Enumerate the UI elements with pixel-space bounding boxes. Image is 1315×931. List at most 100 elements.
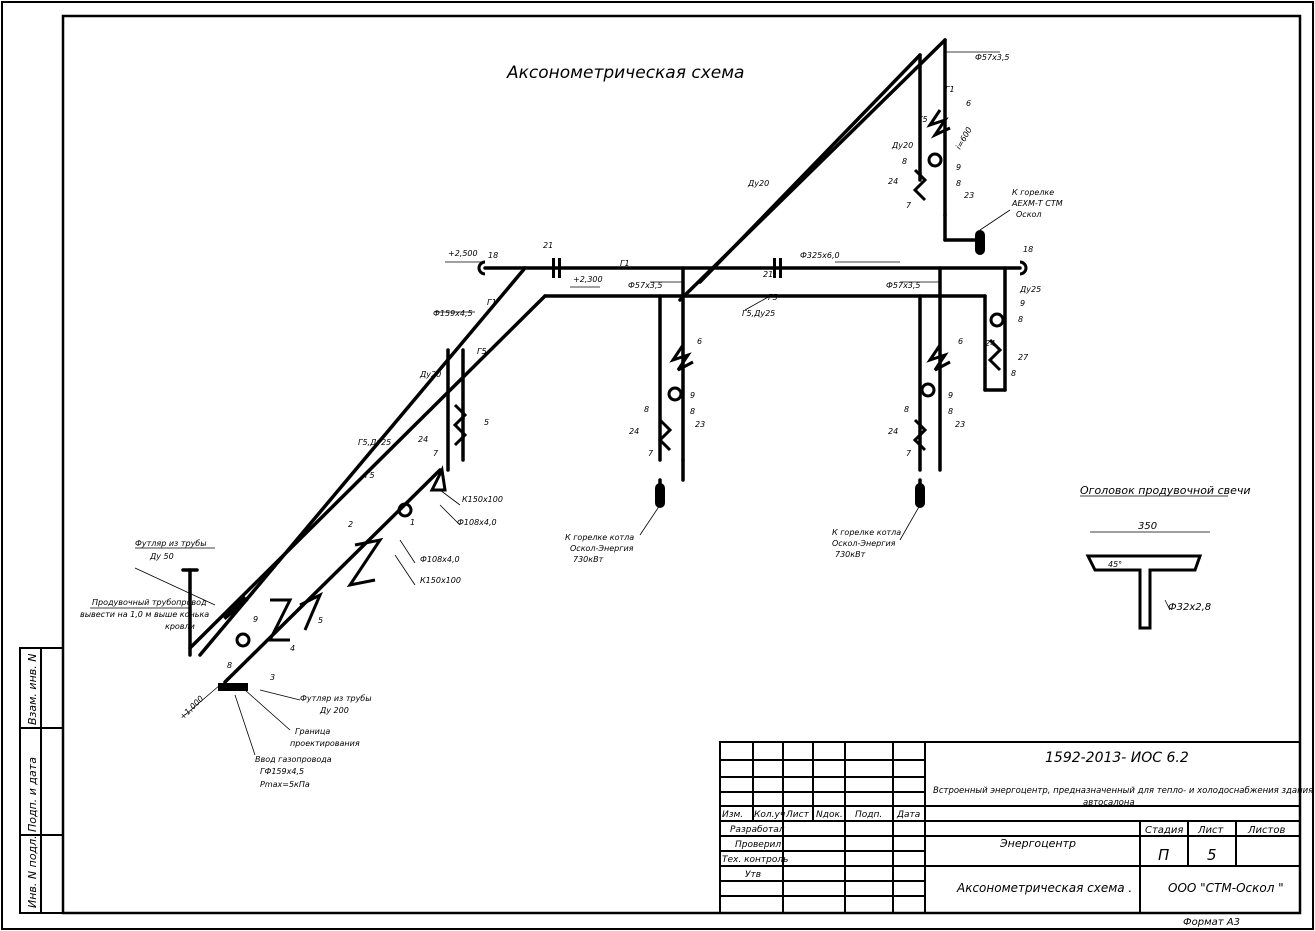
label-g5-mid: Г5	[768, 293, 778, 302]
svg-text:8: 8	[904, 405, 909, 414]
svg-text:24: 24	[888, 177, 898, 186]
header-ndok: Nдок.	[816, 810, 843, 820]
label-aegm-2: АЕХМ-Т СТМ	[1011, 199, 1063, 208]
label-boiler-right-3: 730кВт	[835, 550, 866, 559]
label-d159: Ф159х4,5	[433, 309, 473, 318]
stamp-inv-orig: Инв. N подл.	[26, 835, 39, 908]
purge-candle-detail	[1085, 554, 1203, 630]
svg-text:9: 9	[948, 391, 953, 400]
label-input-2: ГФ159х4,5	[260, 767, 304, 776]
doc-code: 1592-2013- ИОС 6.2	[1045, 750, 1189, 766]
label-g1-top: Г1	[945, 85, 955, 94]
thick-pipes	[181, 38, 1022, 684]
svg-text:24: 24	[888, 427, 898, 436]
sheet-format: Формат А3	[1183, 917, 1240, 928]
svg-text:9: 9	[956, 163, 961, 172]
label-g5dy25-mid: Г5,Ду25	[742, 309, 775, 318]
svg-text:4: 4	[290, 644, 295, 653]
label-purge-3: кровли	[165, 622, 195, 631]
diagonal-g1-pipe	[198, 266, 527, 657]
svg-text:6: 6	[697, 337, 702, 346]
header-data: Дата	[896, 810, 920, 820]
label-k150-lower: К150х100	[420, 576, 461, 585]
svg-text:23: 23	[964, 191, 974, 200]
label-g1-mid: Г1	[620, 259, 630, 268]
stage-value: П	[1158, 846, 1169, 864]
detail-angle: 45°	[1108, 560, 1122, 569]
svg-text:27: 27	[1018, 353, 1029, 362]
svg-text:8: 8	[1011, 369, 1016, 378]
drawing-title: Аксонометрическая схема	[506, 63, 744, 83]
role-approved: Утв	[745, 870, 761, 880]
svg-text:7: 7	[906, 201, 912, 210]
label-d108-lower: Ф108х4,0	[420, 555, 460, 564]
label-dy25-right: Ду25	[1019, 285, 1041, 294]
label-elev-1000: +1,000	[178, 694, 205, 721]
label-purge-1: Продувочный трубопровод	[92, 598, 207, 607]
svg-text:21: 21	[543, 241, 553, 250]
inner-frame	[61, 14, 1302, 915]
label-d325: Ф325х6,0	[800, 251, 840, 260]
label-g5-top: Г5	[918, 115, 928, 124]
svg-text:8: 8	[690, 407, 695, 416]
label-boiler-right-2: Оскол-Энергия	[832, 539, 896, 548]
svg-text:8: 8	[1018, 315, 1023, 324]
label-slope-top: i=600	[954, 126, 974, 151]
svg-text:7: 7	[906, 449, 912, 458]
label-boundary-1: Граница	[295, 727, 330, 736]
svg-text:24: 24	[418, 435, 428, 444]
label-dy20-diag: Ду20	[747, 179, 769, 188]
svg-text:8: 8	[948, 407, 953, 416]
label-d57-top: Ф57х3,5	[975, 53, 1010, 62]
svg-text:9: 9	[253, 615, 258, 624]
label-dy20-top: Ду20	[891, 141, 913, 150]
label-boiler-right-1: К горелке котла	[832, 528, 901, 537]
label-d57-mid-left: Ф57х3,5	[628, 281, 663, 290]
label-d108-upper: Ф108х4,0	[457, 518, 497, 527]
doc-description-2: автосалона	[1083, 798, 1135, 808]
label-aegm-1: К горелке	[1012, 188, 1054, 197]
sheet-label: Лист	[1197, 825, 1225, 836]
label-purge-2: вывести на 1,0 м выше конька	[80, 610, 209, 619]
detail-title: Оголовок продувочной свечи	[1080, 484, 1251, 497]
label-g1-left: Г1	[487, 298, 497, 307]
stamp-sign-date: Подп. и дата	[26, 757, 39, 832]
label-input-1: Ввод газопровода	[255, 755, 332, 764]
svg-text:24: 24	[629, 427, 639, 436]
svg-text:8: 8	[227, 661, 232, 670]
role-developed: Разработал	[730, 825, 785, 835]
svg-text:21: 21	[763, 270, 773, 279]
header-izm: Изм.	[722, 810, 743, 820]
label-input-3: Pmax=5кПа	[260, 780, 310, 789]
svg-text:3: 3	[270, 673, 275, 682]
label-boiler-left-2: Оскол-Энергия	[570, 544, 634, 553]
svg-text:7: 7	[433, 449, 439, 458]
leaders	[90, 51, 1210, 756]
sheet-value: 5	[1207, 846, 1217, 864]
svg-text:23: 23	[695, 420, 705, 429]
svg-text:7: 7	[648, 449, 654, 458]
svg-text:24: 24	[985, 339, 995, 348]
label-sleeve50-2: Ду 50	[149, 552, 174, 561]
title-block-text: 1592-2013- ИОС 6.2 Встроенный энергоцент…	[722, 750, 1313, 895]
svg-text:5: 5	[484, 418, 489, 427]
svg-text:8: 8	[902, 157, 907, 166]
header-podp: Подп.	[855, 810, 882, 820]
header-kolu: Кол.уч	[754, 810, 785, 820]
section-name: Энергоцентр	[999, 837, 1076, 850]
label-boiler-left-3: 730кВт	[573, 555, 604, 564]
doc-description-1: Встроенный энергоцентр, предназначенный …	[933, 786, 1313, 796]
svg-text:9: 9	[690, 391, 695, 400]
input-chain-pipe	[223, 468, 442, 684]
label-k150-upper: К150х100	[462, 495, 503, 504]
valve-groups	[235, 109, 1005, 648]
label-g5-left-diag: Г5	[365, 471, 375, 480]
svg-text:8: 8	[644, 405, 649, 414]
label-sleeve200-2: Ду 200	[319, 706, 349, 715]
label-aegm-3: Оскол	[1016, 210, 1042, 219]
pipe-labels: Ф57х3,5 Г1 Г5 Ду20 i=600 Ду20 К горелке …	[80, 53, 1063, 789]
svg-text:5: 5	[318, 616, 323, 625]
side-stamp	[19, 647, 64, 914]
